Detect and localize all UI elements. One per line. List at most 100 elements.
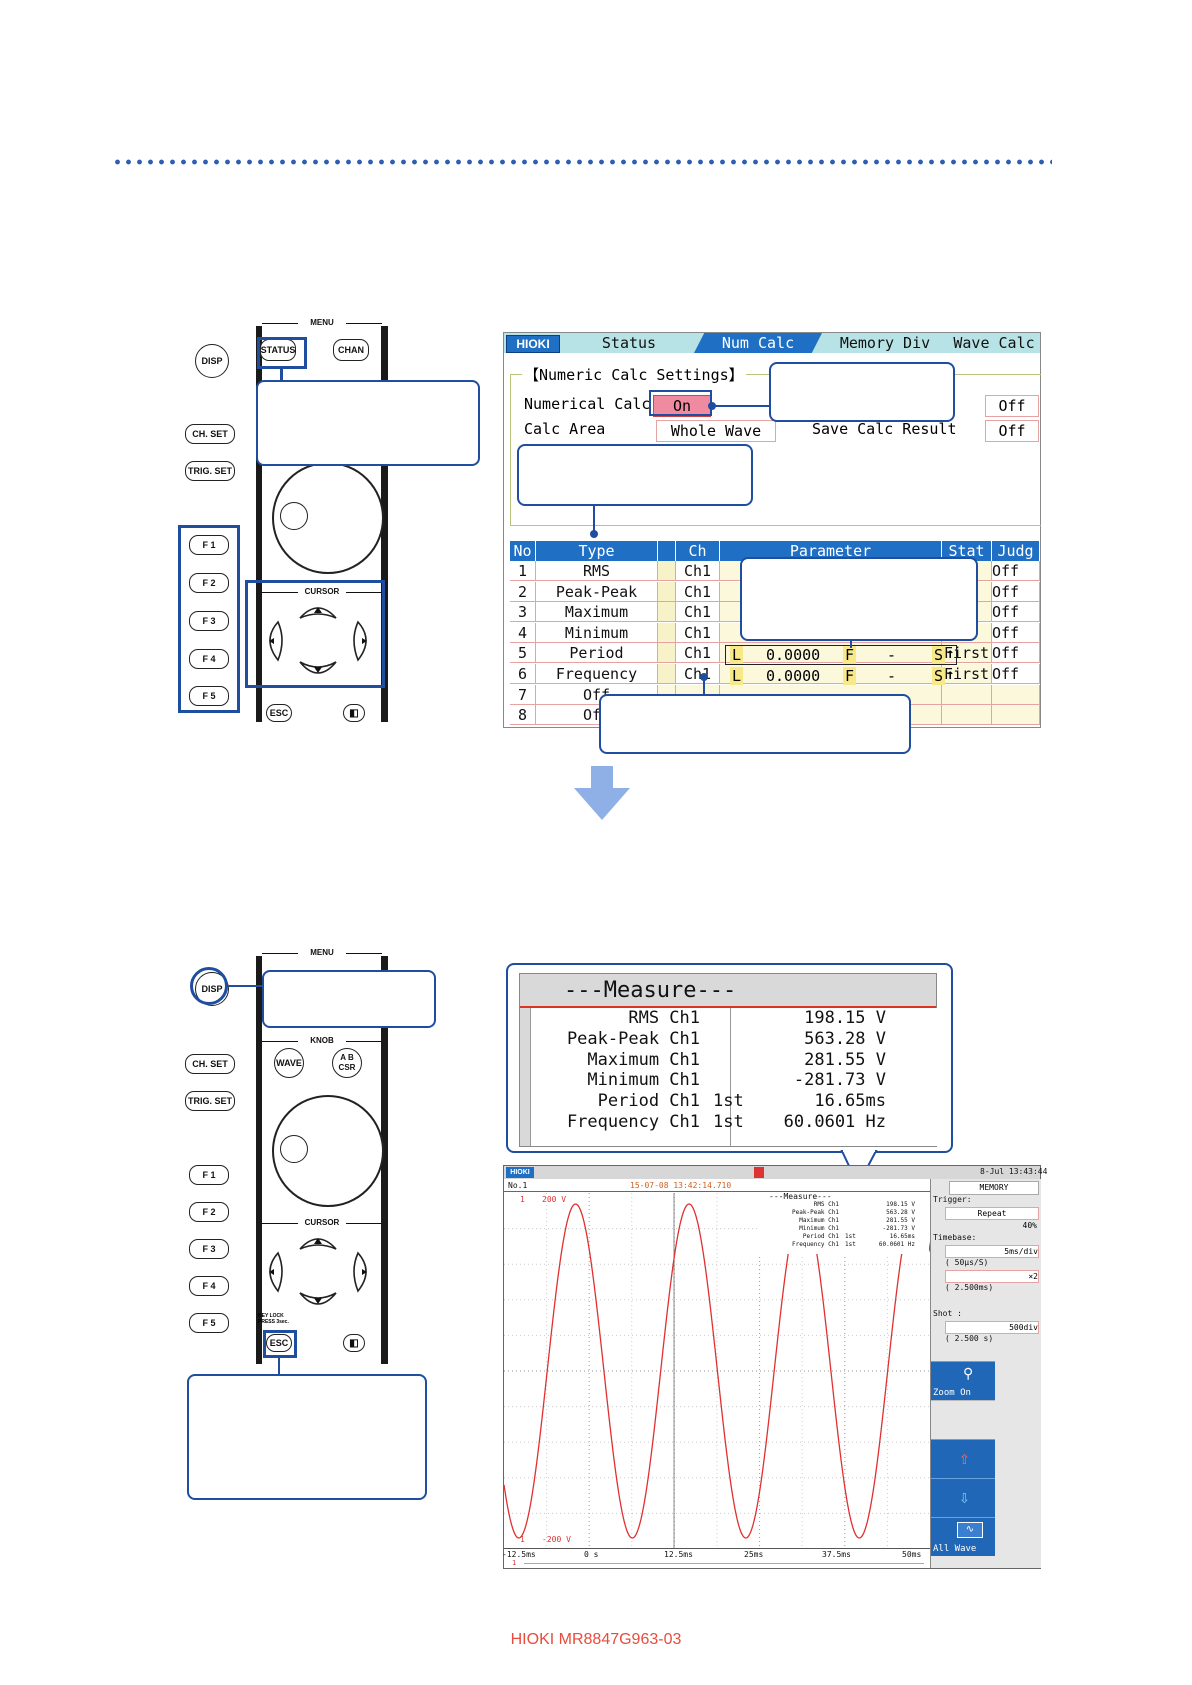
trig-set-button[interactable]: TRIG. SET [185,1091,235,1111]
f2-button[interactable]: F 2 [189,573,229,593]
screen-no: No.1 [508,1181,528,1190]
param-s-6: S [932,667,946,685]
cell-type[interactable]: Maximum [536,602,658,623]
f4-button[interactable]: F 4 [189,1276,229,1296]
cell-judge[interactable]: Off [992,643,1040,664]
menu-label: MENU [262,948,382,957]
trigger-timestamp: 15-07-08 13:42:14.710 [630,1181,732,1190]
cell-blank[interactable] [658,643,676,664]
tab-wave-calc[interactable]: Wave Calc [948,333,1040,353]
cell-blank[interactable] [658,622,676,643]
wave-button[interactable]: WAVE [274,1048,304,1078]
cell-judge[interactable]: Off [992,561,1040,581]
calc-area-value[interactable]: Whole Wave [656,420,776,442]
ch-set-button[interactable]: CH. SET [185,424,235,444]
save-calc-value[interactable]: Off [985,420,1039,442]
ch-set-button[interactable]: CH. SET [185,1054,235,1074]
cell-judge[interactable] [992,684,1040,705]
panel-strip-left [256,956,262,1364]
tab-status[interactable]: Status [564,333,694,353]
cell-ch[interactable]: Ch1 [676,581,720,602]
measure-name: Frequency Ch1 [566,1112,700,1132]
cursor-keys[interactable] [260,1227,384,1321]
esc-button[interactable]: ESC [266,704,292,722]
f1-button[interactable]: F 1 [189,535,229,555]
trig-set-button[interactable]: TRIG. SET [185,461,235,481]
param-arrow-5: ↑ [946,646,955,662]
cell-type[interactable]: Minimum [536,622,658,643]
timebase-value[interactable]: 5ms/div [945,1245,1039,1258]
cell-blank[interactable] [658,664,676,684]
f5-button[interactable]: F 5 [189,686,229,706]
callout-dot [590,530,598,538]
cell-stat[interactable] [942,705,992,726]
all-wave-button[interactable]: ∿ All Wave [931,1517,995,1556]
cell-stat[interactable]: First [942,664,992,684]
cell-type[interactable]: Period [536,643,658,664]
ch-top: 1 [520,1195,525,1204]
f4-button[interactable]: F 4 [189,649,229,669]
scroll-track[interactable] [524,1563,924,1564]
cell-type[interactable]: Frequency [536,664,658,684]
esc-button[interactable]: ESC [266,1334,292,1352]
help-button[interactable]: ◧ [343,1334,365,1352]
save-calc-label: Save Calc Result [812,420,957,438]
param-lower-5: L [730,646,744,664]
x-tick-label: 25ms [744,1550,764,1559]
shot-value[interactable]: 500div [945,1321,1039,1334]
cell-ch[interactable]: Ch1 [676,622,720,643]
callout-box [262,970,436,1028]
cell-param[interactable] [720,664,942,684]
parameter-row-5[interactable] [725,645,957,665]
cursor-keys[interactable] [260,596,384,690]
measure-value: 563.28 V [804,1028,886,1049]
arrow-down-icon: ⇩ [959,1487,970,1508]
disp-button[interactable]: DISP [195,344,229,378]
zoom-value[interactable]: ×2 [945,1270,1039,1283]
cell-type[interactable]: RMS [536,561,658,581]
tab-num-calc[interactable]: Num Calc [694,333,822,353]
cell-judge[interactable]: Off [992,602,1040,623]
f3-button[interactable]: F 3 [189,611,229,631]
mini-measure-name: Period Ch1 [802,1233,839,1240]
status-button[interactable]: STATUS [260,339,296,361]
mode-value[interactable]: MEMORY [949,1181,1039,1195]
pretrigger-value[interactable]: 40% [1022,1221,1037,1230]
cell-ch[interactable]: Ch1 [676,643,720,664]
cell-judge[interactable]: Off [992,622,1040,643]
footer-code: HIOKI MR8847G963-03 [510,1631,682,1648]
cell-stat[interactable] [942,684,992,705]
cell-judge[interactable]: Off [992,581,1040,602]
cell-blank[interactable] [658,602,676,623]
cell-type[interactable]: Peak-Peak [536,581,658,602]
numerical-calc-value[interactable]: On [653,395,711,417]
setting-value-right-1[interactable]: Off [985,395,1039,417]
help-button[interactable]: ◧ [343,704,365,722]
zoom-on-button[interactable]: ⚲ Zoom On [931,1361,995,1400]
cell-blank[interactable] [658,561,676,581]
cell-ch[interactable]: Ch1 [676,561,720,581]
scroll-up-button[interactable]: ⇧ [931,1439,995,1478]
f5-button[interactable]: F 5 [189,1313,229,1333]
param-value-6: 0.0000 [766,667,821,685]
cell-judge[interactable]: Off [992,664,1040,684]
chan-button[interactable]: CHAN [333,339,369,361]
cell-ch[interactable]: Ch1 [676,602,720,623]
scroll-down-button[interactable]: ⇩ [931,1478,995,1517]
zoom-icon: ⚲ [963,1366,974,1382]
cell-stat[interactable]: First [942,643,992,664]
measure-value: 281.55 V [804,1049,886,1070]
cell-judge[interactable] [992,705,1040,726]
key-lock-line1: KEY LOCK [258,1313,284,1319]
cell-ch[interactable]: Ch1 [676,664,720,684]
f3-button[interactable]: F 3 [189,1239,229,1259]
cell-blank[interactable] [658,581,676,602]
tab-memory-div[interactable]: Memory Div [822,333,948,353]
blank-button[interactable] [931,1400,995,1439]
trigger-value[interactable]: Repeat [945,1207,1039,1220]
f1-button[interactable]: F 1 [189,1165,229,1185]
f2-button[interactable]: F 2 [189,1202,229,1222]
